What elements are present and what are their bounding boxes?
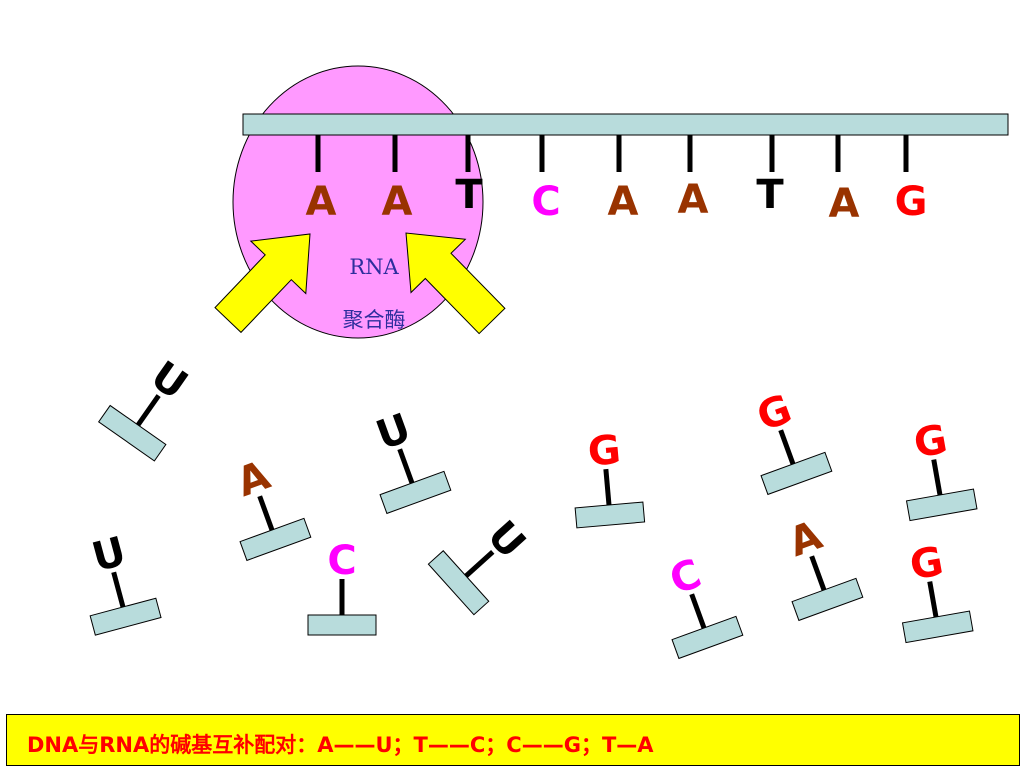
free-nucleotide: U bbox=[87, 528, 162, 636]
free-nucleotide: A bbox=[783, 512, 864, 622]
nucleotide-letter: G bbox=[586, 427, 623, 476]
free-nucleotide: C bbox=[664, 551, 744, 660]
template-base-letter: A bbox=[382, 179, 413, 225]
template-base-letter: T bbox=[756, 172, 784, 218]
nucleotide-letter: U bbox=[142, 353, 195, 409]
nucleotide-stick bbox=[257, 495, 275, 531]
free-nucleotide: U bbox=[97, 353, 195, 462]
right-pointer-arrow bbox=[405, 232, 506, 335]
nucleotide-letter: U bbox=[370, 405, 416, 459]
free-nucleotide: A bbox=[231, 452, 312, 562]
free-nucleotide: G bbox=[574, 427, 646, 529]
nucleotide-letter: A bbox=[231, 452, 276, 506]
nucleotide-letter: A bbox=[783, 512, 828, 566]
nucleotide-letter: C bbox=[664, 551, 707, 604]
free-nucleotide: G bbox=[751, 386, 833, 496]
nucleotide-letter: G bbox=[751, 386, 798, 440]
template-base-letter: A bbox=[678, 177, 709, 223]
free-nucleotide: U bbox=[370, 405, 452, 515]
nucleotide-stick bbox=[111, 571, 126, 608]
free-nucleotide: G bbox=[901, 538, 974, 644]
nucleotide-plate bbox=[791, 577, 864, 622]
nucleotide-letter: G bbox=[910, 416, 950, 467]
template-base-letter: A bbox=[306, 179, 337, 225]
nucleotide-letter: U bbox=[87, 528, 130, 581]
nucleotide-stick bbox=[135, 394, 161, 427]
caption-text: DNA与RNA的碱基互补配对：A——U；T——C；C——G；T—A bbox=[27, 733, 654, 757]
nucleotide-stick bbox=[689, 593, 707, 629]
free-nucleotide: U bbox=[427, 512, 534, 616]
nucleotide-plate bbox=[760, 451, 833, 496]
nucleotide-stick bbox=[931, 459, 943, 496]
nucleotide-plate bbox=[97, 404, 167, 462]
nucleotide-stick bbox=[927, 581, 939, 618]
template-base-letter: T bbox=[455, 172, 483, 218]
left-pointer-arrow bbox=[214, 233, 311, 334]
nucleotide-plate bbox=[671, 615, 744, 660]
template-base-letter: A bbox=[608, 179, 639, 225]
enzyme-label-line1: RNA bbox=[349, 255, 399, 279]
nucleotide-letter: G bbox=[906, 538, 946, 589]
nucleotide-plate bbox=[379, 470, 452, 515]
dna-backbone bbox=[242, 113, 1009, 136]
nucleotide-plate bbox=[239, 517, 312, 562]
nucleotide-letter: C bbox=[327, 538, 356, 584]
free-nucleotide: G bbox=[905, 416, 978, 522]
enzyme-label-line2: 聚合酶 bbox=[343, 308, 406, 332]
caption-bar: DNA与RNA的碱基互补配对：A——U；T——C；C——G；T—A bbox=[6, 714, 1020, 766]
nucleotide-stick bbox=[464, 550, 495, 578]
nucleotide-stick bbox=[603, 468, 612, 506]
template-base-letter: G bbox=[895, 179, 928, 225]
nucleotide-plate bbox=[574, 501, 646, 529]
nucleotide-plate bbox=[307, 614, 377, 636]
nucleotide-stick bbox=[397, 448, 415, 484]
template-base-letter: A bbox=[829, 181, 860, 227]
nucleotide-stick bbox=[809, 555, 827, 591]
free-nucleotide: C bbox=[307, 538, 377, 636]
nucleotide-plate bbox=[89, 597, 162, 636]
nucleotide-stick bbox=[778, 429, 796, 465]
template-base-letter: C bbox=[531, 179, 560, 225]
